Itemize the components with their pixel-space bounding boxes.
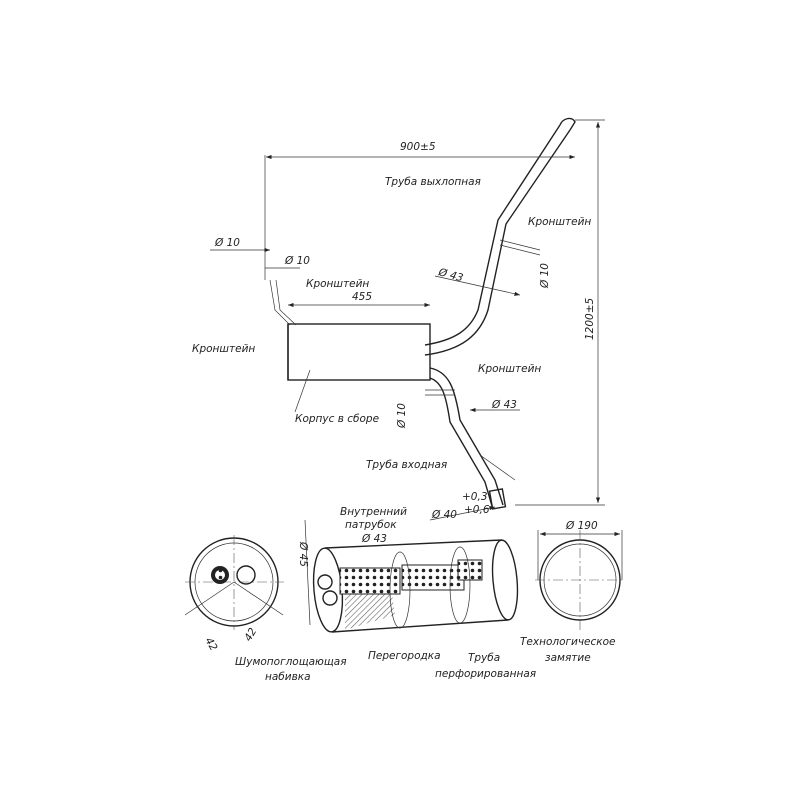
dim-d190: Ø 190	[565, 520, 598, 532]
end-view-left	[184, 535, 284, 630]
label-bracket-lower: Кронштейн	[478, 363, 541, 375]
dim-d43-lower: Ø 43	[491, 399, 517, 411]
dim-height: 1200±5	[584, 297, 596, 340]
dim-d10-right: Ø 10	[539, 263, 551, 289]
label-bracket-left: Кронштейн	[192, 343, 255, 355]
label-exhaust-pipe: Труба выхлопная	[385, 176, 481, 188]
exhaust-system	[269, 117, 576, 510]
dim-d43-upper: Ø 43	[436, 266, 464, 284]
bracket-right	[499, 239, 541, 256]
bracket-left	[269, 279, 297, 326]
dim-42b: 42	[242, 626, 259, 644]
label-partition: Перегородка	[368, 650, 441, 662]
label-inner-pipe-2: патрубок	[345, 519, 397, 531]
label-perforated-2: перфорированная	[435, 668, 536, 680]
dim-body-length: 455	[352, 291, 372, 303]
dim-tol-lower: +0,6	[464, 504, 490, 516]
label-sound-absorb-2: набивка	[265, 671, 311, 683]
dim-inner-d43: Ø 43	[361, 533, 387, 545]
perforated-pipe-2	[401, 564, 465, 591]
label-perforated-1: Труба	[468, 652, 500, 664]
dimension-lines	[210, 119, 605, 521]
bracket-lower	[425, 389, 455, 396]
label-inlet-pipe: Труба входная	[366, 459, 447, 471]
label-bracket-top-left: Кронштейн	[306, 278, 369, 290]
inlet-pipe	[429, 367, 504, 506]
label-sound-absorb-1: Шумопоглощающая	[235, 656, 347, 668]
dim-d10-left: Ø 10	[214, 237, 240, 249]
dim-d45: Ø 45	[297, 541, 309, 567]
label-seam-2: замятие	[545, 652, 591, 664]
dim-d10-lower: Ø 10	[396, 403, 408, 429]
label-seam-1: Технологическое	[520, 636, 616, 648]
muffler-cutaway	[304, 519, 519, 633]
exhaust-pipe	[424, 124, 561, 346]
dim-d10-left2: Ø 10	[284, 255, 310, 267]
dim-42a: 42	[202, 636, 219, 654]
dim-length: 900±5	[400, 141, 436, 153]
label-inner-pipe-1: Внутренний	[340, 506, 407, 518]
end-view-right	[535, 530, 625, 630]
label-bracket-right: Кронштейн	[528, 216, 591, 228]
dim-tol-upper: +0,3	[462, 491, 488, 503]
label-body-assembly: Корпус в сборе	[295, 413, 379, 425]
dim-d40: Ø 40	[431, 509, 457, 521]
